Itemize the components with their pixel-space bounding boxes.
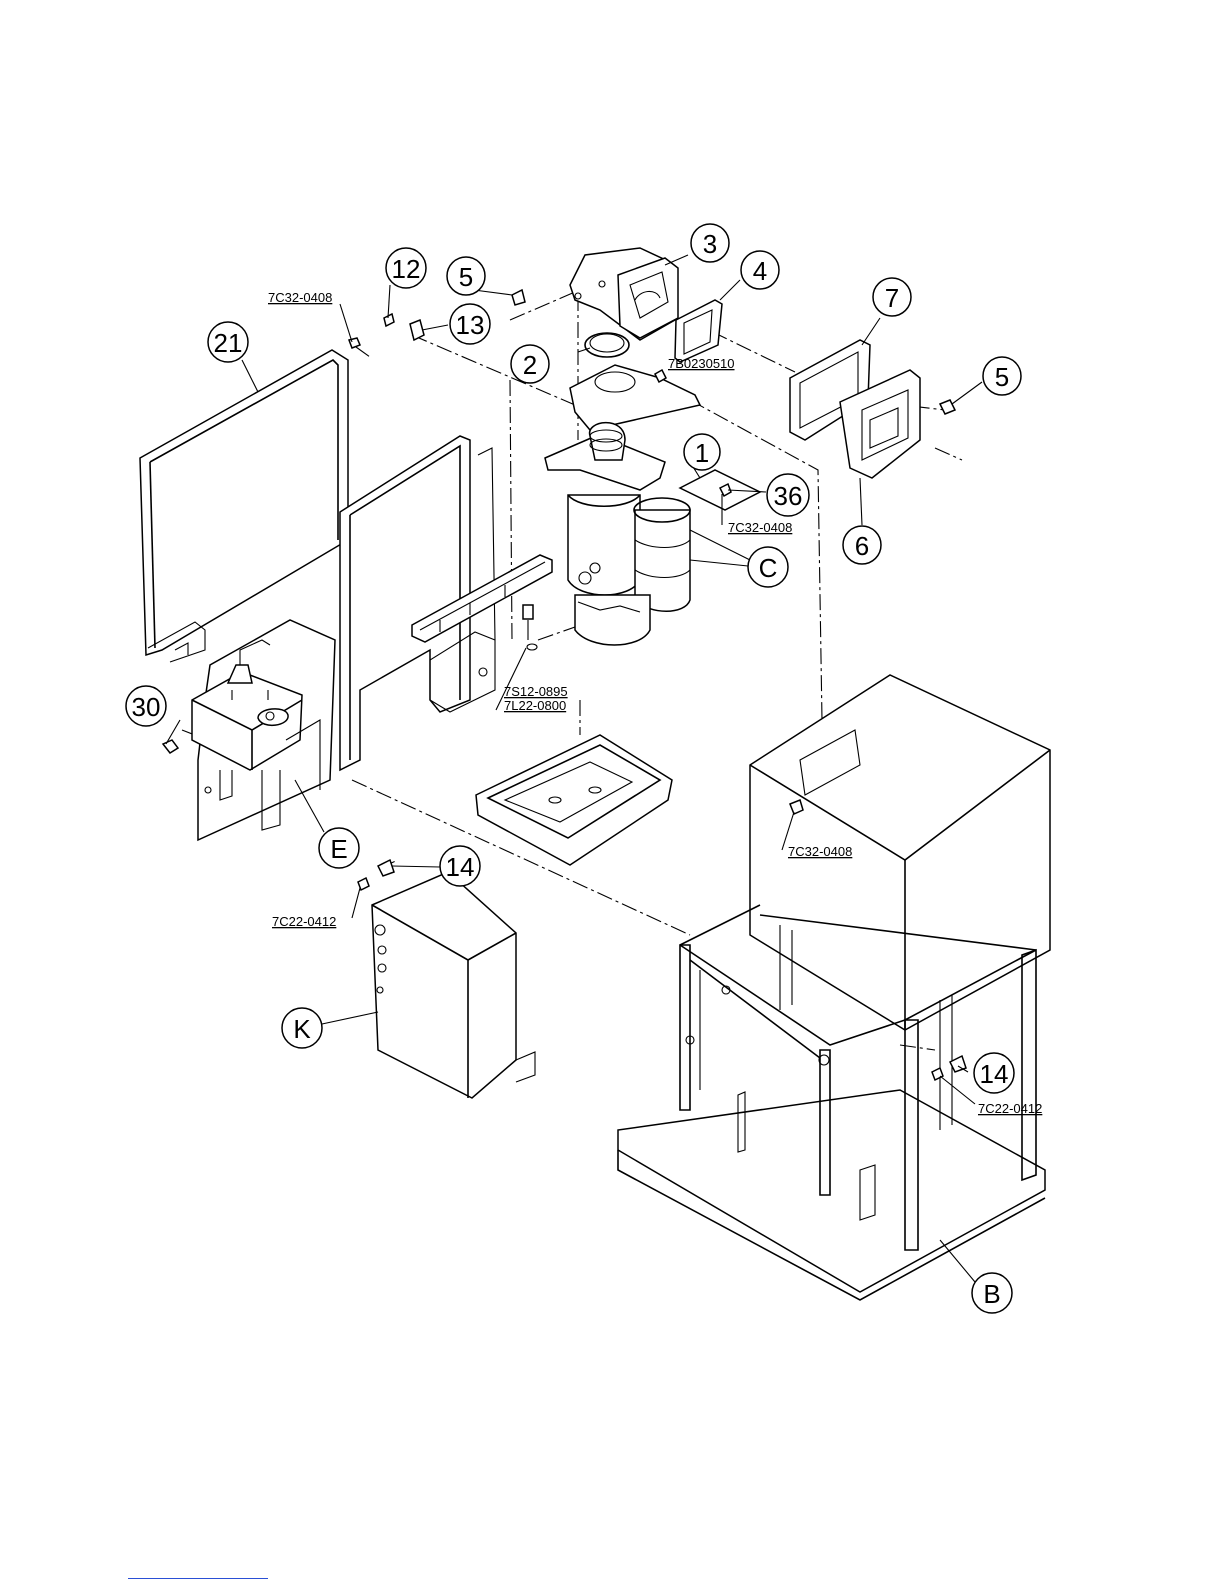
- svg-text:5: 5: [995, 362, 1009, 392]
- callout-E: E: [319, 828, 359, 868]
- callout-14-left: 14: [440, 846, 480, 886]
- svg-text:13: 13: [456, 310, 485, 340]
- footer-rule: [128, 1578, 268, 1579]
- chute-plate: [570, 365, 700, 430]
- svg-text:C: C: [759, 553, 778, 583]
- callout-1: 1: [684, 434, 720, 470]
- svg-text:4: 4: [753, 256, 767, 286]
- svg-text:2: 2: [523, 350, 537, 380]
- bolt-7S12-0895: [523, 605, 537, 650]
- part-code-7C32-0408-bracket: 7C32-0408: [728, 520, 792, 535]
- control-box-K: [372, 872, 535, 1098]
- svg-text:14: 14: [446, 852, 475, 882]
- callout-5-right: 5: [983, 357, 1021, 395]
- part-code-7C22-0412-right: 7C22-0412: [978, 1101, 1042, 1116]
- bracket-1: [680, 470, 760, 510]
- part-code-7C32-0408-frame: 7C32-0408: [788, 844, 852, 859]
- svg-text:5: 5: [459, 262, 473, 292]
- drip-tray: [476, 735, 672, 865]
- callout-7: 7: [873, 278, 911, 316]
- callout-K: K: [282, 1008, 322, 1048]
- water-tank-E: [192, 620, 335, 840]
- svg-text:14: 14: [980, 1059, 1009, 1089]
- ice-chute-3: [570, 248, 678, 340]
- callout-30: 30: [126, 686, 166, 726]
- svg-text:1: 1: [695, 438, 709, 468]
- screw-5-right: [940, 400, 955, 414]
- panel-21: [140, 350, 348, 662]
- callout-3: 3: [691, 224, 729, 262]
- callout-36: 36: [767, 474, 809, 516]
- svg-text:12: 12: [392, 254, 421, 284]
- side-frame: [340, 436, 552, 770]
- svg-text:6: 6: [855, 531, 869, 561]
- callout-21: 21: [208, 322, 248, 362]
- svg-text:B: B: [983, 1279, 1000, 1309]
- callout-C: C: [748, 547, 788, 587]
- svg-text:36: 36: [774, 481, 803, 511]
- screw-30: [163, 740, 178, 753]
- svg-text:3: 3: [703, 229, 717, 259]
- part-code-7L22-0800: 7L22-0800: [504, 698, 566, 713]
- callout-13: 13: [450, 304, 490, 344]
- svg-text:21: 21: [214, 328, 243, 358]
- svg-text:K: K: [293, 1014, 311, 1044]
- callout-2: 2: [511, 345, 549, 383]
- part-code-7C32-0408-top: 7C32-0408: [268, 290, 332, 305]
- gasket-4: [675, 300, 722, 362]
- svg-text:E: E: [330, 834, 347, 864]
- part-code-7S12-0895: 7S12-0895: [504, 684, 568, 699]
- svg-text:7: 7: [885, 283, 899, 313]
- callout-B: B: [972, 1273, 1012, 1313]
- svg-text:30: 30: [132, 692, 161, 722]
- cabinet-frame-B: [618, 675, 1050, 1300]
- callout-12: 12: [386, 248, 426, 288]
- screw-7C22-0412-right: [932, 1068, 943, 1080]
- screw-5-top: [512, 290, 525, 305]
- callout-5-top: 5: [447, 257, 485, 295]
- clip-13: [410, 320, 424, 340]
- part-code-7B0230510: 7B0230510: [668, 356, 735, 371]
- callout-6: 6: [843, 526, 881, 564]
- callout-4: 4: [741, 251, 779, 289]
- ring-2: [585, 333, 629, 357]
- part-code-7C22-0412-left: 7C22-0412: [272, 914, 336, 929]
- screw-12: [384, 314, 394, 326]
- callout-14-right: 14: [974, 1053, 1014, 1093]
